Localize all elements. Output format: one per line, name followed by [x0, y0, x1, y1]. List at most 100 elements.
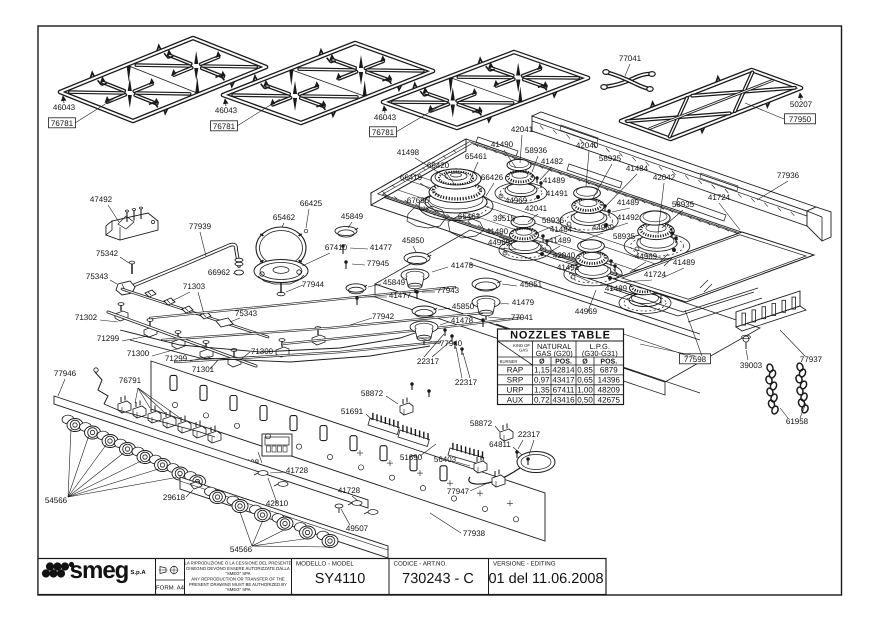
svg-text:56403: 56403 — [434, 455, 457, 464]
svg-text:76791: 76791 — [119, 376, 142, 385]
svg-text:50207: 50207 — [790, 100, 813, 109]
svg-text:41478: 41478 — [451, 316, 474, 325]
svg-text:VERSIONE - EDITING: VERSIONE - EDITING — [493, 561, 556, 568]
svg-text:29618: 29618 — [163, 493, 186, 502]
svg-text:67411: 67411 — [553, 385, 575, 394]
svg-text:FORM. A4: FORM. A4 — [156, 585, 185, 592]
svg-text:77947: 77947 — [447, 487, 470, 496]
svg-text:39515: 39515 — [493, 214, 516, 223]
svg-text:L.P.G.: L.P.G. — [590, 342, 610, 351]
svg-text:41489: 41489 — [549, 236, 572, 245]
svg-text:54566: 54566 — [230, 545, 253, 554]
svg-text:42675: 42675 — [598, 395, 621, 404]
svg-text:45850: 45850 — [452, 302, 475, 311]
svg-text:77941: 77941 — [511, 313, 534, 322]
svg-text:14396: 14396 — [598, 376, 621, 385]
svg-text:41728: 41728 — [286, 466, 309, 475]
svg-text:41489: 41489 — [617, 198, 640, 207]
svg-text:42814: 42814 — [552, 366, 575, 375]
svg-text:43416: 43416 — [552, 395, 575, 404]
svg-text:“SMEG” SPA: “SMEG” SPA — [226, 571, 251, 576]
svg-text:66425: 66425 — [300, 199, 323, 208]
svg-text:41484: 41484 — [626, 164, 649, 173]
svg-text:45851: 45851 — [520, 280, 543, 289]
svg-text:44969: 44969 — [575, 307, 598, 316]
svg-text:RAP: RAP — [507, 366, 523, 375]
svg-text:67695: 67695 — [407, 196, 430, 205]
svg-text:LA RIPRODUZIONE O LA CESSIONE: LA RIPRODUZIONE O LA CESSIONE DEL PRESEN… — [184, 561, 291, 566]
svg-text:71302: 71302 — [75, 313, 98, 322]
svg-text:42042: 42042 — [653, 173, 676, 182]
svg-text:AUX: AUX — [507, 395, 524, 404]
svg-text:71300: 71300 — [127, 349, 150, 358]
svg-text:77940: 77940 — [440, 339, 463, 348]
svg-text:67410: 67410 — [325, 243, 348, 252]
svg-text:54566: 54566 — [45, 496, 68, 505]
svg-text:58872: 58872 — [470, 419, 493, 428]
svg-text:22317: 22317 — [417, 357, 440, 366]
svg-text:22317: 22317 — [455, 378, 478, 387]
svg-text:1,00: 1,00 — [577, 385, 593, 394]
svg-text:41490: 41490 — [486, 227, 509, 236]
svg-text:BURNER: BURNER — [500, 359, 518, 364]
svg-text:71299: 71299 — [165, 354, 188, 363]
svg-text:39003: 39003 — [740, 361, 763, 370]
svg-text:URP: URP — [507, 385, 524, 394]
svg-text:44969: 44969 — [635, 252, 658, 261]
svg-text:0,97: 0,97 — [534, 376, 550, 385]
svg-text:71299: 71299 — [97, 334, 120, 343]
svg-text:41498: 41498 — [397, 148, 420, 157]
svg-text:77936: 77936 — [777, 171, 800, 180]
svg-text:58872: 58872 — [361, 389, 384, 398]
svg-text:75342: 75342 — [96, 249, 119, 258]
svg-text:41484: 41484 — [550, 225, 573, 234]
svg-text:Ø: Ø — [582, 358, 588, 366]
svg-text:POS.: POS. — [600, 359, 617, 366]
svg-text:47492: 47492 — [90, 195, 113, 204]
svg-text:45849: 45849 — [383, 278, 406, 287]
svg-text:1,15: 1,15 — [534, 366, 550, 375]
svg-text:77946: 77946 — [54, 369, 77, 378]
svg-text:41492: 41492 — [617, 213, 640, 222]
svg-text:SRP: SRP — [507, 376, 523, 385]
svg-text:42041: 42041 — [525, 204, 548, 213]
svg-text:41477: 41477 — [389, 291, 412, 300]
svg-text:66420: 66420 — [427, 161, 450, 170]
svg-text:61958: 61958 — [786, 417, 809, 426]
svg-text:S.p.A: S.p.A — [130, 569, 146, 576]
svg-text:Ø: Ø — [539, 358, 545, 366]
svg-text:76781: 76781 — [213, 122, 236, 131]
svg-text:49507: 49507 — [346, 524, 369, 533]
svg-text:41490: 41490 — [491, 140, 514, 149]
svg-text:“SMEG” SPA: “SMEG” SPA — [226, 587, 251, 592]
svg-text:65461: 65461 — [465, 152, 488, 161]
svg-text:PRESENT DRAWING MUST BE AUTHOR: PRESENT DRAWING MUST BE AUTHORIZED BY — [189, 582, 287, 587]
svg-text:66419: 66419 — [400, 173, 423, 182]
svg-text:58936: 58936 — [542, 216, 565, 225]
svg-text:51691: 51691 — [341, 407, 364, 416]
svg-text:76781: 76781 — [51, 119, 74, 128]
svg-text:6879: 6879 — [600, 366, 618, 375]
svg-text:64811: 64811 — [489, 440, 511, 449]
svg-text:41489: 41489 — [543, 176, 566, 185]
svg-text:KIND OF: KIND OF — [513, 343, 530, 348]
svg-text:77950: 77950 — [789, 115, 812, 124]
svg-text:71303: 71303 — [183, 282, 206, 291]
svg-text:42810: 42810 — [266, 499, 289, 508]
svg-text:41478: 41478 — [451, 261, 474, 270]
svg-text:77598: 77598 — [684, 355, 707, 364]
svg-text:58935: 58935 — [613, 232, 636, 241]
svg-text:45849: 45849 — [341, 212, 364, 221]
svg-text:730243 - C: 730243 - C — [402, 571, 474, 587]
svg-text:41724: 41724 — [644, 270, 667, 279]
svg-text:GAS (G20): GAS (G20) — [536, 349, 574, 358]
svg-text:44969: 44969 — [488, 238, 511, 247]
svg-text:44969: 44969 — [592, 223, 615, 232]
svg-text:77041: 77041 — [619, 54, 642, 63]
svg-text:41482: 41482 — [541, 157, 564, 166]
svg-text:42040: 42040 — [553, 251, 576, 260]
svg-text:77944: 77944 — [302, 280, 325, 289]
svg-text:44969: 44969 — [505, 196, 528, 205]
svg-text:SY4110: SY4110 — [315, 571, 366, 587]
svg-text:77943: 77943 — [437, 286, 460, 295]
